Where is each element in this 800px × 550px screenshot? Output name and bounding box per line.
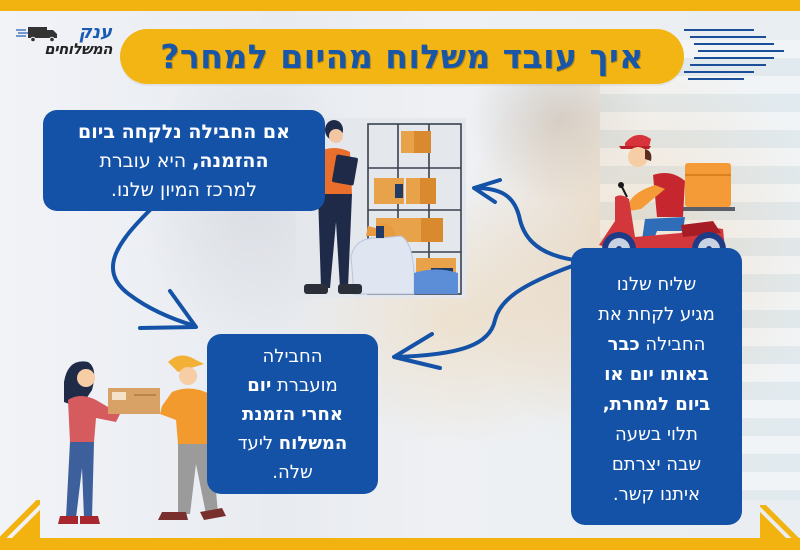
logo-text-bottom: המשלוחים bbox=[44, 40, 112, 58]
bubble-line: המשלוח ליעד bbox=[237, 433, 348, 454]
delivery-truck-icon bbox=[16, 27, 57, 43]
top-yellow-bar bbox=[0, 0, 800, 11]
bubble-line: מועברת יום bbox=[247, 375, 338, 396]
bubble-line: שבה יצרתם bbox=[611, 454, 702, 475]
corner-stripes-right bbox=[760, 505, 800, 540]
step-bubble-pickup: שליח שלנו מגיע לקחת את החבילה כבר באותו … bbox=[571, 248, 742, 525]
title-banner: איך עובד משלוח מהיום למחר? bbox=[120, 29, 684, 84]
speed-lines-icon bbox=[684, 29, 784, 80]
bubble-line: אם החבילה נלקחה ביום bbox=[78, 121, 290, 143]
bubble-line: אחרי הזמנת bbox=[242, 404, 343, 425]
bubble-line: תלוי בשעה bbox=[615, 424, 698, 445]
corner-stripes-left bbox=[0, 500, 40, 540]
bubble-line: איתנו קשר. bbox=[612, 484, 701, 505]
bubble-line: שליח שלנו bbox=[616, 274, 697, 295]
bubble-line: באותו יום או bbox=[604, 364, 709, 385]
bubble-line: מגיע לקחת את bbox=[598, 304, 715, 325]
bubble-line: למרכז המיון שלנו. bbox=[110, 179, 258, 201]
bubble-line: החבילה כבר bbox=[607, 334, 706, 355]
bubble-line: ההזמנה, היא עוברת bbox=[99, 150, 269, 172]
brand-logo[interactable]: ענק המשלוחים bbox=[16, 22, 116, 60]
bubble-line: החבילה bbox=[262, 346, 323, 367]
page-title: איך עובד משלוח מהיום למחר? bbox=[160, 37, 644, 76]
bubble-line: שלה. bbox=[272, 462, 313, 483]
bubble-line: ביום למחרת, bbox=[602, 394, 711, 415]
scooter-courier-illustration bbox=[599, 134, 735, 266]
step-bubble-delivery: החבילה מועברת יום אחרי הזמנת המשלוח ליעד… bbox=[207, 334, 378, 494]
step-bubble-sorting-center: אם החבילה נלקחה ביום ההזמנה, היא עוברת ל… bbox=[43, 110, 325, 211]
logo-text-top: ענק bbox=[78, 22, 112, 43]
bottom-yellow-bar bbox=[0, 538, 800, 550]
